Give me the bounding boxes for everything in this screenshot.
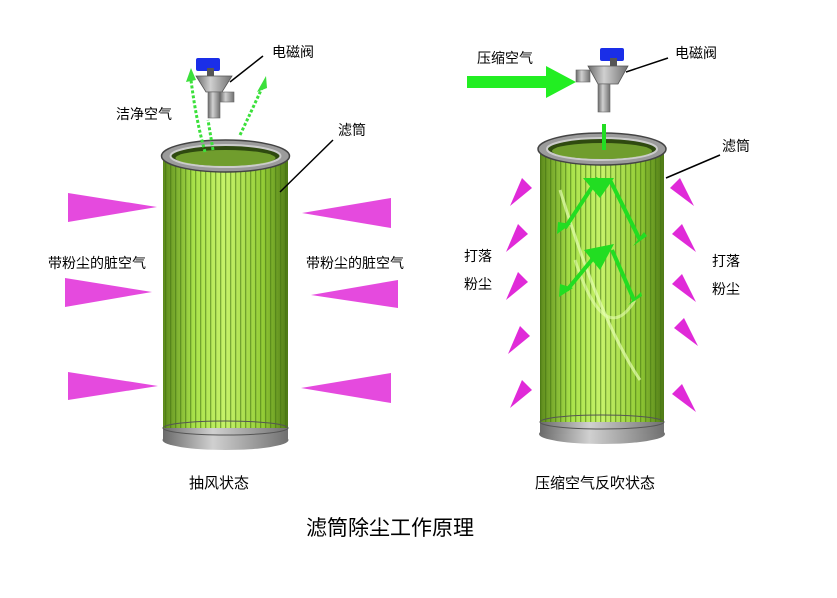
right-valve-label: 电磁阀 xyxy=(675,46,717,62)
compressed-air-arrow xyxy=(467,66,576,98)
left-filter-label: 滤筒 xyxy=(338,123,366,139)
dirty-air-label-right: 带粉尘的脏空气 xyxy=(306,256,404,272)
right-filter-label: 滤筒 xyxy=(722,139,750,155)
dust-label-left-line2: 粉尘 xyxy=(464,277,492,293)
right-solenoid-valve-icon xyxy=(575,48,669,113)
left-solenoid-valve-icon xyxy=(195,55,264,119)
right-filter-leader xyxy=(665,154,721,179)
left-filter-leader xyxy=(279,139,334,193)
clean-air-arrows xyxy=(189,79,264,153)
left-valve-label: 电磁阀 xyxy=(272,45,314,61)
right-caption: 压缩空气反吹状态 xyxy=(535,474,656,492)
left-filter-cartridge xyxy=(160,139,291,450)
dirty-air-label-left: 带粉尘的脏空气 xyxy=(48,256,146,272)
clean-air-label: 洁净空气 xyxy=(116,107,172,123)
compressed-air-label: 压缩空气 xyxy=(477,51,533,67)
diagram-title: 滤筒除尘工作原理 xyxy=(306,516,474,540)
dust-label-left-line1: 打落 xyxy=(464,249,492,265)
falling-dust-arrows xyxy=(506,178,698,412)
left-caption: 抽风状态 xyxy=(189,474,250,492)
dirty-air-arrows-left xyxy=(65,193,398,403)
dust-label-right-line1: 打落 xyxy=(712,254,740,270)
dust-label-right-line2: 粉尘 xyxy=(712,282,740,298)
